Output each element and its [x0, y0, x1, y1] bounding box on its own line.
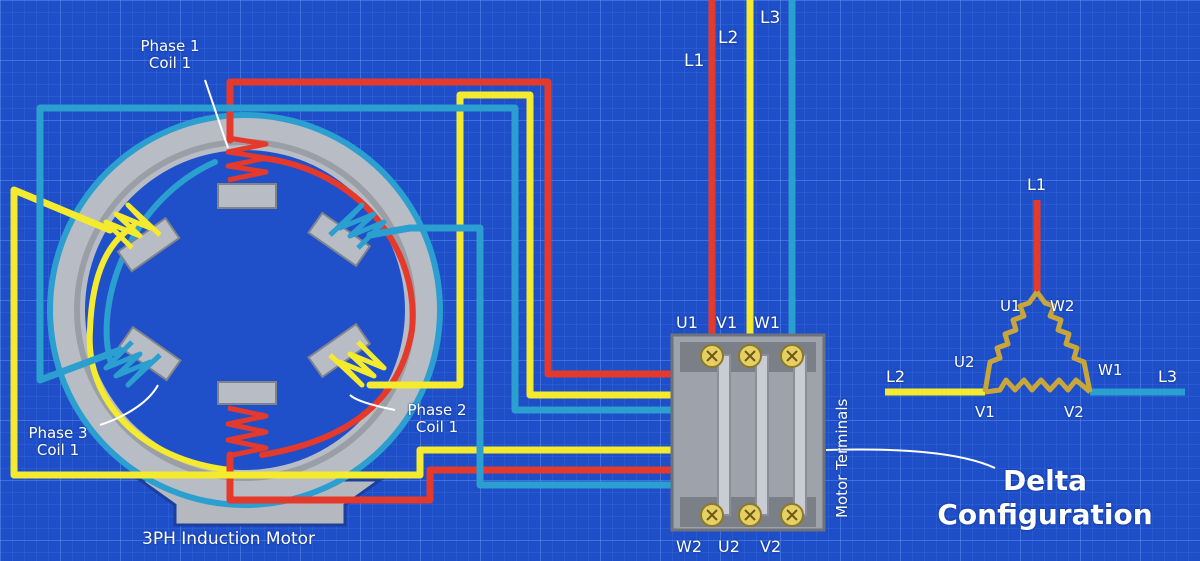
terminal-label-u1: U1	[676, 313, 698, 332]
phase2-coil-label: Phase 2 Coil 1	[407, 401, 467, 436]
leader-phase1	[204, 79, 229, 149]
phase1-coil-top	[225, 135, 269, 183]
supply-label-l1: L1	[684, 51, 705, 71]
delta-line-l2: L2	[886, 367, 906, 386]
delta-node-w2: W2	[1050, 297, 1075, 315]
motor-title: 3PH Induction Motor	[142, 529, 316, 549]
delta-node-v1: V1	[975, 403, 995, 421]
terminal-label-w2: W2	[676, 537, 702, 556]
phase1-coil-bottom	[225, 405, 269, 459]
terminal-label-u2: U2	[718, 537, 740, 556]
terminal-label-v1: V1	[716, 313, 738, 332]
delta-node-v2: V2	[1064, 403, 1084, 421]
phase3-coil-lower-left	[103, 340, 162, 388]
delta-configuration-label: Delta Configuration	[937, 464, 1153, 531]
motor-terminals-label: Motor Terminals	[833, 398, 851, 518]
supply-label-l3: L3	[760, 8, 781, 28]
supply-label-l2: L2	[718, 28, 739, 48]
leader-phase3	[99, 384, 159, 426]
phase2-coil-upper-left	[103, 202, 162, 250]
leader-phase2	[349, 394, 396, 411]
delta-node-u1: U1	[1000, 297, 1021, 315]
leader-delta	[825, 448, 996, 469]
stator-poles	[116, 183, 372, 405]
phase1-internal-wire	[259, 155, 416, 458]
phase3-coil-upper-right	[328, 202, 387, 250]
delta-line-l1: L1	[1027, 175, 1047, 194]
delta-node-u2: U2	[954, 353, 975, 371]
terminal-label-v2: V2	[760, 537, 782, 556]
phase2-internal-wire	[86, 222, 233, 473]
phase2-coil-lower-right	[328, 340, 387, 388]
delta-node-w1: W1	[1098, 361, 1123, 379]
delta-symbol	[885, 200, 1185, 396]
phase1-coil-label: Phase 1 Coil 1	[140, 37, 200, 72]
terminal-screws	[700, 344, 804, 527]
terminal-label-w1: W1	[754, 313, 780, 332]
delta-line-l3: L3	[1158, 367, 1178, 386]
phase3-coil-label: Phase 3 Coil 1	[28, 424, 88, 459]
